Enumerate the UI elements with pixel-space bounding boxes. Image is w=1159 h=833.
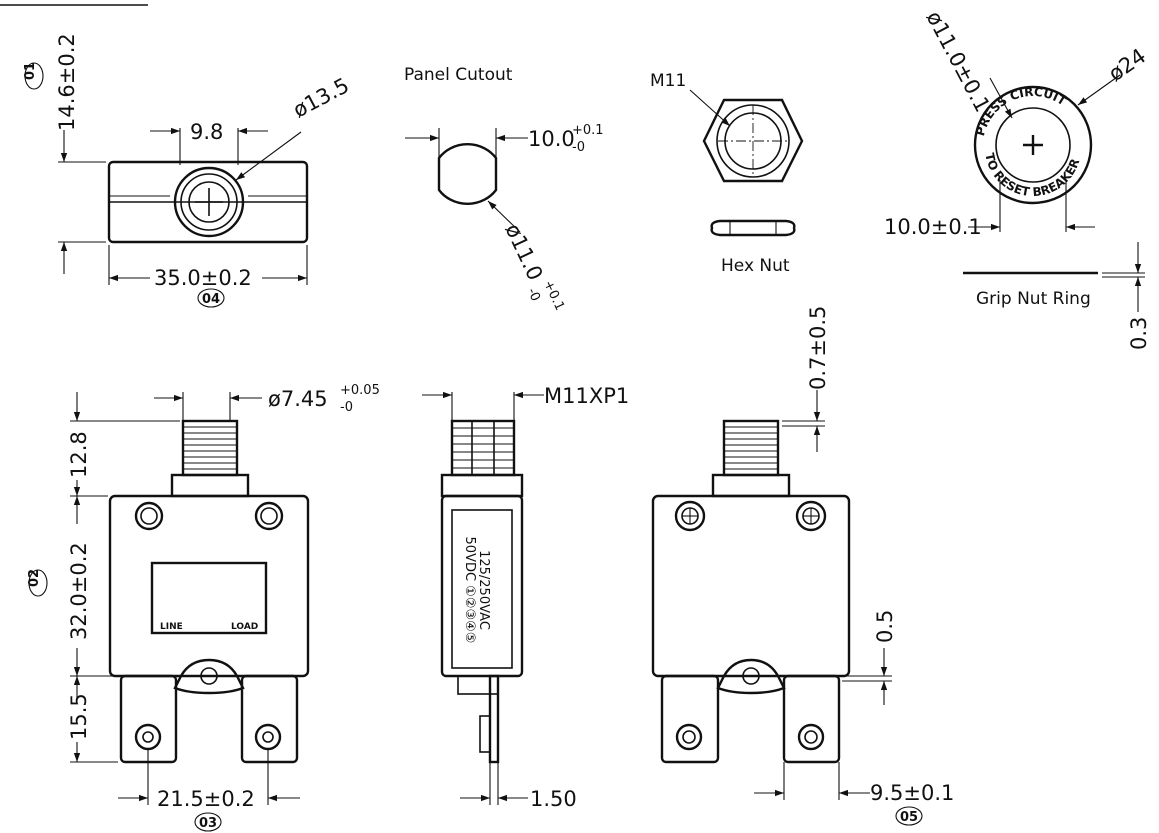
dim-tab-1-50: 1.50	[530, 787, 577, 811]
hex-nut-view: M11 Hex Nut	[650, 71, 804, 276]
dim-ring-11: ø11.0±0.1	[922, 7, 995, 116]
top-view: 9.8 ø13.5 14.6±0.2 35.0±0.2	[55, 33, 353, 290]
svg-text:+0.1: +0.1	[540, 278, 567, 313]
hex-nut-outline	[702, 98, 804, 183]
side-view: 125/250VAC 50VDC ①②③④⑤ M11XP1 1.50	[422, 384, 629, 811]
front-terminal-load	[240, 674, 299, 764]
grip-ring-view: PRESS CIRCUIT TO RESET BREAKER ø11.0±0.1…	[884, 7, 1151, 350]
dim-thread: M11XP1	[544, 384, 629, 408]
callout-03: 03	[194, 812, 222, 832]
side-marking-1: 125/250VAC	[476, 550, 491, 630]
top-view-stem-outer	[173, 166, 245, 238]
dim-height-14-6: 14.6±0.2	[55, 33, 79, 131]
svg-text:01: 01	[23, 62, 38, 80]
side-stem	[450, 419, 516, 477]
dim-terminal-15-5: 15.5	[67, 693, 91, 740]
panel-cutout-view: Panel Cutout 10.0 +0.1 -0 ø11.0 +0.1 -0	[404, 65, 604, 313]
panel-cutout-label: Panel Cutout	[404, 65, 513, 85]
load-text: LOAD	[231, 622, 258, 632]
rear-terminal-right	[782, 674, 841, 764]
dim-spacing-21-5: 21.5±0.2	[157, 787, 255, 811]
front-view: LINE LOAD ø7.45 +0.05 -0 12.8 32.0±0.2 1…	[67, 383, 380, 811]
dim-gap-0-7: 0.7±0.5	[806, 306, 830, 390]
svg-text:+0.05: +0.05	[340, 383, 380, 398]
hex-nut-label: Hex Nut	[721, 256, 790, 276]
callout-05: 05	[895, 806, 923, 826]
dim-dia-13-5: ø13.5	[289, 73, 353, 122]
dim-cutout-11: ø11.0	[500, 220, 547, 284]
dim-ring-24: ø24	[1104, 44, 1150, 86]
svg-text:04: 04	[202, 292, 220, 307]
m11-label: M11	[650, 71, 686, 91]
dim-ring-thickness: 0.3	[1127, 317, 1151, 350]
side-label-area	[451, 509, 513, 669]
dim-terminal-9-5: 9.5±0.1	[870, 781, 954, 805]
dim-body-32: 32.0±0.2	[67, 542, 91, 640]
grip-ring-inner	[995, 107, 1071, 183]
callout-04: 04	[197, 288, 225, 308]
dim-offset-0-5: 0.5	[873, 610, 897, 643]
rear-view: 0.7±0.5 0.5 9.5±0.1	[651, 306, 954, 805]
hex-nut-side	[710, 219, 796, 237]
svg-text:+0.1: +0.1	[572, 123, 604, 138]
rear-body	[651, 494, 851, 678]
svg-text:-0: -0	[340, 400, 353, 415]
svg-text:03: 03	[199, 816, 217, 831]
dim-ring-10: 10.0±0.1	[884, 215, 982, 239]
dim-stem-height: 12.8	[67, 431, 91, 478]
svg-text:05: 05	[900, 810, 918, 825]
callout-02: 02	[27, 569, 48, 597]
front-stem	[181, 419, 239, 477]
dim-length-35: 35.0±0.2	[154, 266, 252, 290]
rear-stem	[722, 419, 780, 477]
grip-ring-outer	[973, 85, 1093, 205]
svg-text:-0: -0	[524, 286, 543, 304]
front-body	[108, 494, 310, 678]
cutout-shape	[437, 142, 498, 206]
grip-ring-label: Grip Nut Ring	[976, 289, 1091, 309]
svg-text:02: 02	[27, 569, 42, 587]
rear-terminal-left	[660, 674, 720, 764]
dim-width-9-8: 9.8	[190, 120, 223, 144]
dim-cutout-10: 10.0	[528, 127, 575, 151]
callout-01: 01	[23, 62, 44, 90]
side-terminal	[488, 674, 500, 764]
line-text: LINE	[160, 622, 183, 632]
dim-stem-dia: ø7.45	[268, 387, 328, 411]
svg-text:-0: -0	[572, 140, 585, 155]
front-label-window	[150, 561, 268, 635]
side-marking-2: 50VDC ①②③④⑤	[462, 537, 477, 644]
